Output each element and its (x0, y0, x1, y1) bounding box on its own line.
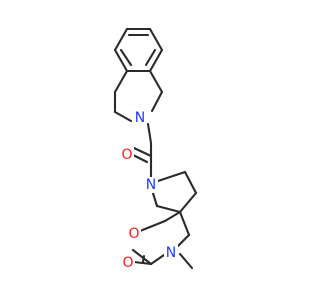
bond (131, 248, 153, 266)
bond (148, 69, 164, 94)
o-ring-label: O (128, 226, 139, 242)
bond (113, 27, 129, 52)
double-bond (141, 254, 146, 264)
bond (113, 69, 129, 94)
bond (156, 170, 187, 183)
o-ketone-label: O (121, 147, 132, 163)
double-bond (132, 146, 153, 158)
bond (155, 204, 182, 214)
bond (163, 210, 182, 223)
bonds (113, 27, 198, 270)
bond (148, 27, 164, 52)
bond (113, 48, 129, 73)
bond (178, 210, 191, 237)
molecule-structure-diagram: N O N O N O (113, 27, 198, 271)
bond (148, 48, 164, 73)
n-amide-label: N (146, 177, 156, 193)
double-bond (132, 260, 153, 266)
bond (178, 191, 198, 214)
bond (178, 252, 194, 270)
atom-labels: N O N O N O (120, 110, 178, 271)
n-carbamate-label: N (166, 245, 176, 261)
bond (183, 170, 198, 195)
n-ring-label: N (135, 110, 145, 126)
o-carbonyl-label: O (122, 255, 133, 271)
bond (146, 122, 153, 145)
bond (138, 219, 167, 233)
aromatic-double-bond (119, 48, 133, 67)
bond (113, 110, 133, 123)
bond (149, 253, 166, 266)
aromatic-double-bond (144, 48, 157, 67)
bond (150, 90, 164, 113)
